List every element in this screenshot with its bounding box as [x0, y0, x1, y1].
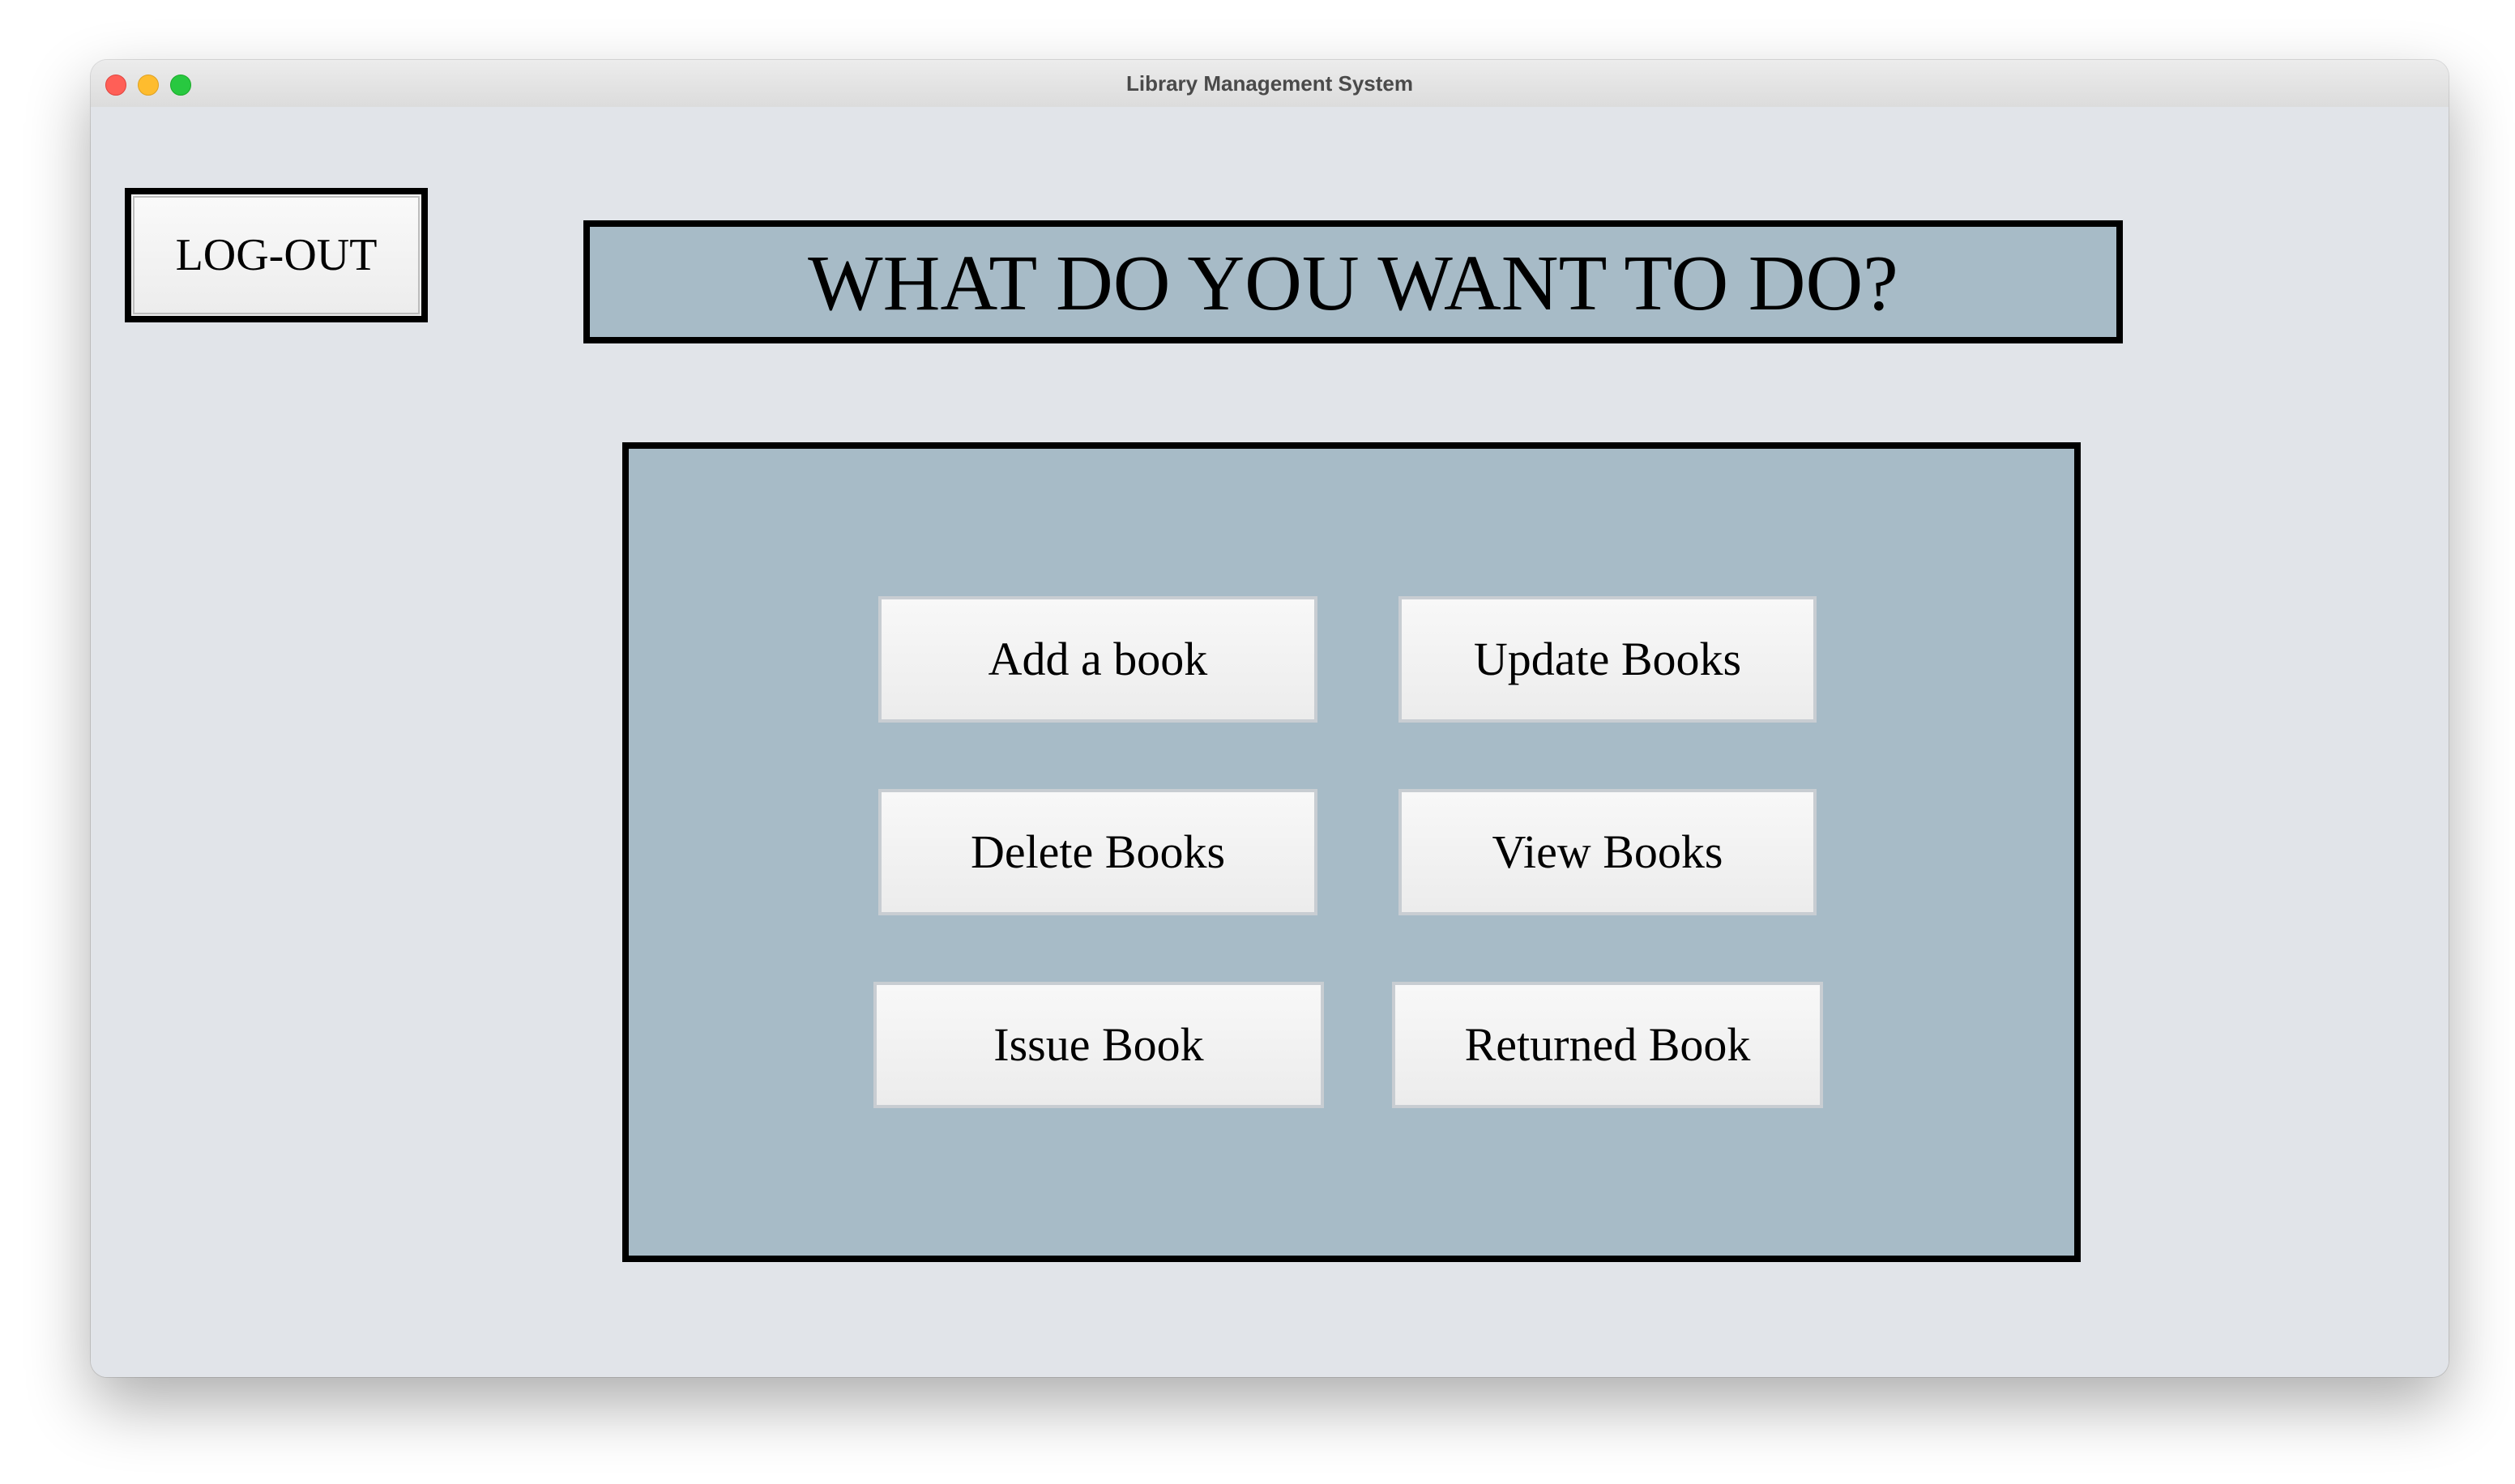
window-title: Library Management System [1125, 71, 1413, 96]
update-books-button[interactable]: Update Books [1398, 596, 1817, 723]
add-book-button[interactable]: Add a book [878, 596, 1317, 723]
menu-panel: Add a book Update Books Delete Books Vie… [622, 442, 2081, 1262]
view-books-button[interactable]: View Books [1398, 789, 1817, 915]
issue-book-button[interactable]: Issue Book [873, 982, 1324, 1108]
page-heading: WHAT DO YOU WANT TO DO? [583, 220, 2123, 343]
app-window: Library Management System LOG-OUT WHAT D… [91, 60, 2449, 1377]
returned-book-button[interactable]: Returned Book [1392, 982, 1823, 1108]
maximize-window-icon[interactable] [170, 75, 191, 96]
close-window-icon[interactable] [105, 75, 126, 96]
title-bar: Library Management System [91, 60, 2449, 108]
logout-button[interactable]: LOG-OUT [125, 188, 428, 322]
main-content: LOG-OUT WHAT DO YOU WANT TO DO? Add a bo… [91, 107, 2449, 1377]
delete-books-button[interactable]: Delete Books [878, 789, 1317, 915]
minimize-window-icon[interactable] [138, 75, 159, 96]
